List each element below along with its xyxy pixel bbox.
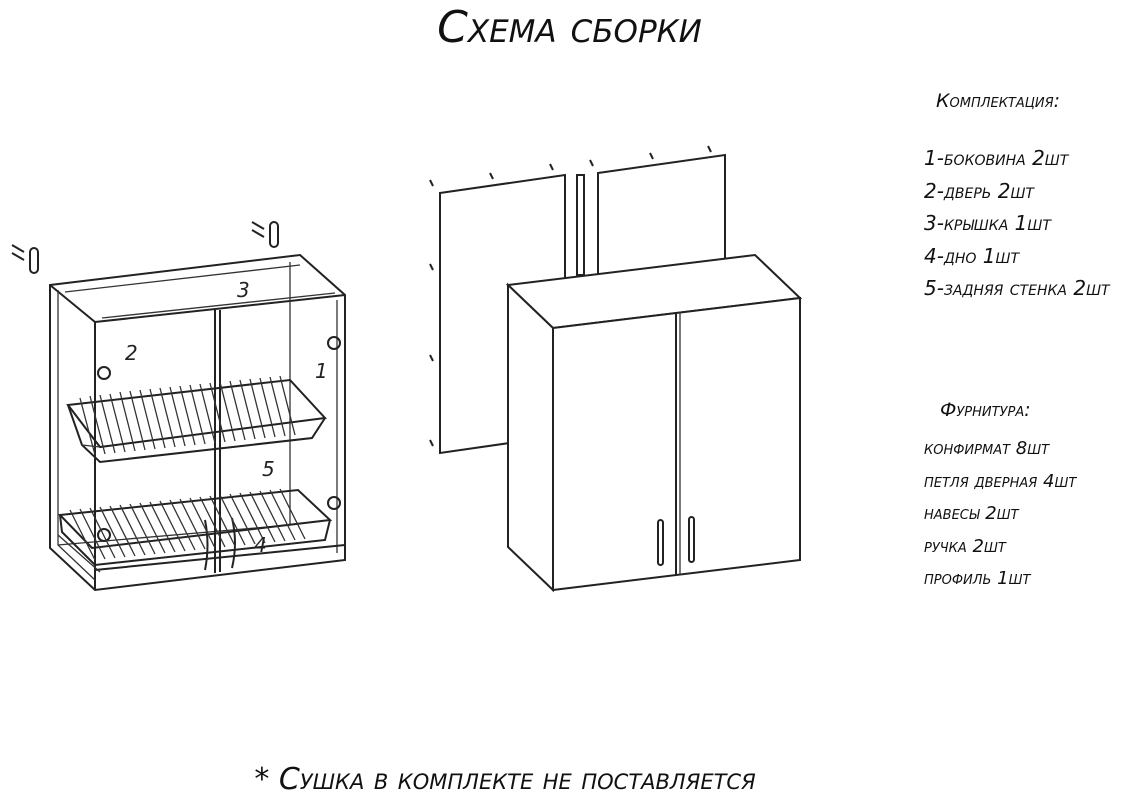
cabinet-side [507, 282, 554, 593]
kit-item: 3-крышка 1шт [924, 211, 1051, 235]
kit-item: 4-дно 1шт [924, 243, 1020, 268]
hardware-item: ручка 2шт [924, 535, 1006, 557]
part-label: 3 [237, 278, 250, 302]
hardware-item: конфирмат 8шт [924, 438, 1050, 459]
footnote: * Сушка в комплекте не поставляется [254, 762, 756, 797]
hardware-item: петля дверная 4шт [924, 470, 1077, 492]
page-title: Схема сборки [437, 2, 702, 53]
hardware-item: навесы 2шт [924, 503, 1019, 525]
dowel-icon [11, 244, 39, 274]
dowel-icon [251, 221, 279, 248]
cabinet-assembled [505, 253, 803, 593]
kit-item: 2-дверь 2шт [924, 178, 1034, 203]
cabinet-outline [49, 253, 346, 592]
upper-dish-rack [66, 375, 328, 464]
connector-profile [576, 174, 585, 276]
handle-icon [688, 516, 695, 563]
hardware-list: конфирмат 8шт петля дверная 4шт навесы 2… [924, 433, 1076, 596]
kit-item: 1-боковина 2шт [924, 146, 1069, 170]
kit-heading: Комплектация: [936, 90, 1061, 112]
kit-item: 5-задняя стенка 2шт [924, 276, 1110, 300]
part-label: 4 [254, 533, 267, 557]
lower-dish-rack [57, 488, 333, 567]
cabinet-wireframe: 1 2 3 4 5 [11, 221, 346, 592]
part-label: 1 [315, 359, 328, 383]
handle-icon [657, 519, 664, 566]
part-label: 5 [262, 457, 275, 481]
kit-list: 1-боковина 2шт 2-дверь 2шт 3-крышка 1шт … [924, 142, 1110, 305]
hardware-item: профиль 1шт [924, 568, 1031, 590]
hardware-heading: Фурнитура: [940, 399, 1031, 421]
part-label: 2 [125, 341, 138, 365]
